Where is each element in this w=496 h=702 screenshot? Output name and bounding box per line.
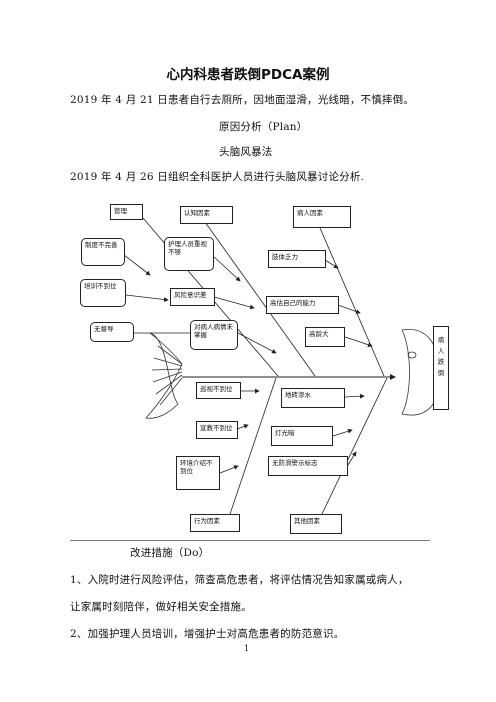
section-heading-plan: 原因分析（Plan） bbox=[219, 121, 308, 133]
cause-box-wet-floor: 地砖渗水 bbox=[281, 388, 345, 408]
cause-box-incomplete-rules: 制度不完善 bbox=[81, 238, 125, 266]
cause-box-no-supervision: 无督导 bbox=[90, 322, 134, 342]
cause-box-cognition: 认知因素 bbox=[180, 206, 233, 224]
divider-line bbox=[70, 540, 430, 541]
cause-box-limb-weakness: 肢体乏力 bbox=[268, 250, 326, 268]
effect-box-patient-fall: 病人跌倒 bbox=[433, 326, 449, 410]
incident-paragraph: 2019 年 4 月 21 日患者自行去厕所，因地面湿滑，光线暗，不慎摔倒。 bbox=[70, 94, 415, 106]
cause-box-patrol: 巡视不到位 bbox=[196, 382, 241, 399]
method-heading: 头脑风暴法 bbox=[219, 146, 273, 158]
cause-box-advanced-age: 高龄大 bbox=[305, 327, 345, 347]
fish-head-shape bbox=[401, 329, 441, 416]
cause-box-environment-intro: 环境介绍不到位 bbox=[176, 456, 220, 490]
section-heading-do: 改进措施（Do） bbox=[130, 547, 210, 559]
cause-box-no-antislip-sign: 无防滑警示标志 bbox=[268, 456, 348, 476]
document-title: 心内科患者跌倒PDCA案例 bbox=[166, 67, 330, 83]
measure-item-1-line-2: 让家属时刻陪伴，做好相关安全措施。 bbox=[70, 601, 252, 613]
brainstorm-paragraph: 2019 年 4 月 26 日组织全科医护人员进行头脑风暴讨论分析. bbox=[70, 171, 365, 183]
page-number: 1 bbox=[244, 644, 250, 653]
cause-box-management: 管理 bbox=[110, 204, 143, 220]
cause-box-education: 宣教不到位 bbox=[196, 421, 238, 439]
cause-box-dim-light: 灯光暗 bbox=[271, 426, 333, 446]
cause-box-training: 培训不到位 bbox=[80, 279, 126, 307]
measure-item-1-line-1: 1、入院时进行风险评估，筛查高危患者，将评估情况告知家属或病人， bbox=[70, 574, 409, 586]
cause-box-nurse-attention: 护理人员重视不够 bbox=[164, 237, 214, 271]
cause-box-overestimate: 高估自己的能力 bbox=[266, 296, 339, 314]
cause-box-risk-awareness: 风险意识差 bbox=[170, 288, 215, 306]
cause-box-other: 其他因素 bbox=[290, 514, 342, 534]
cause-box-patient: 病人因素 bbox=[293, 206, 351, 228]
measure-item-2: 2、加强护理人员培训，增强护士对高危患者的防范意识。 bbox=[70, 628, 345, 640]
cause-box-behavior: 行为因素 bbox=[190, 514, 240, 532]
cause-box-condition-unknown: 对病人病情未掌握 bbox=[190, 320, 238, 350]
fish-tail-shape bbox=[145, 332, 183, 419]
